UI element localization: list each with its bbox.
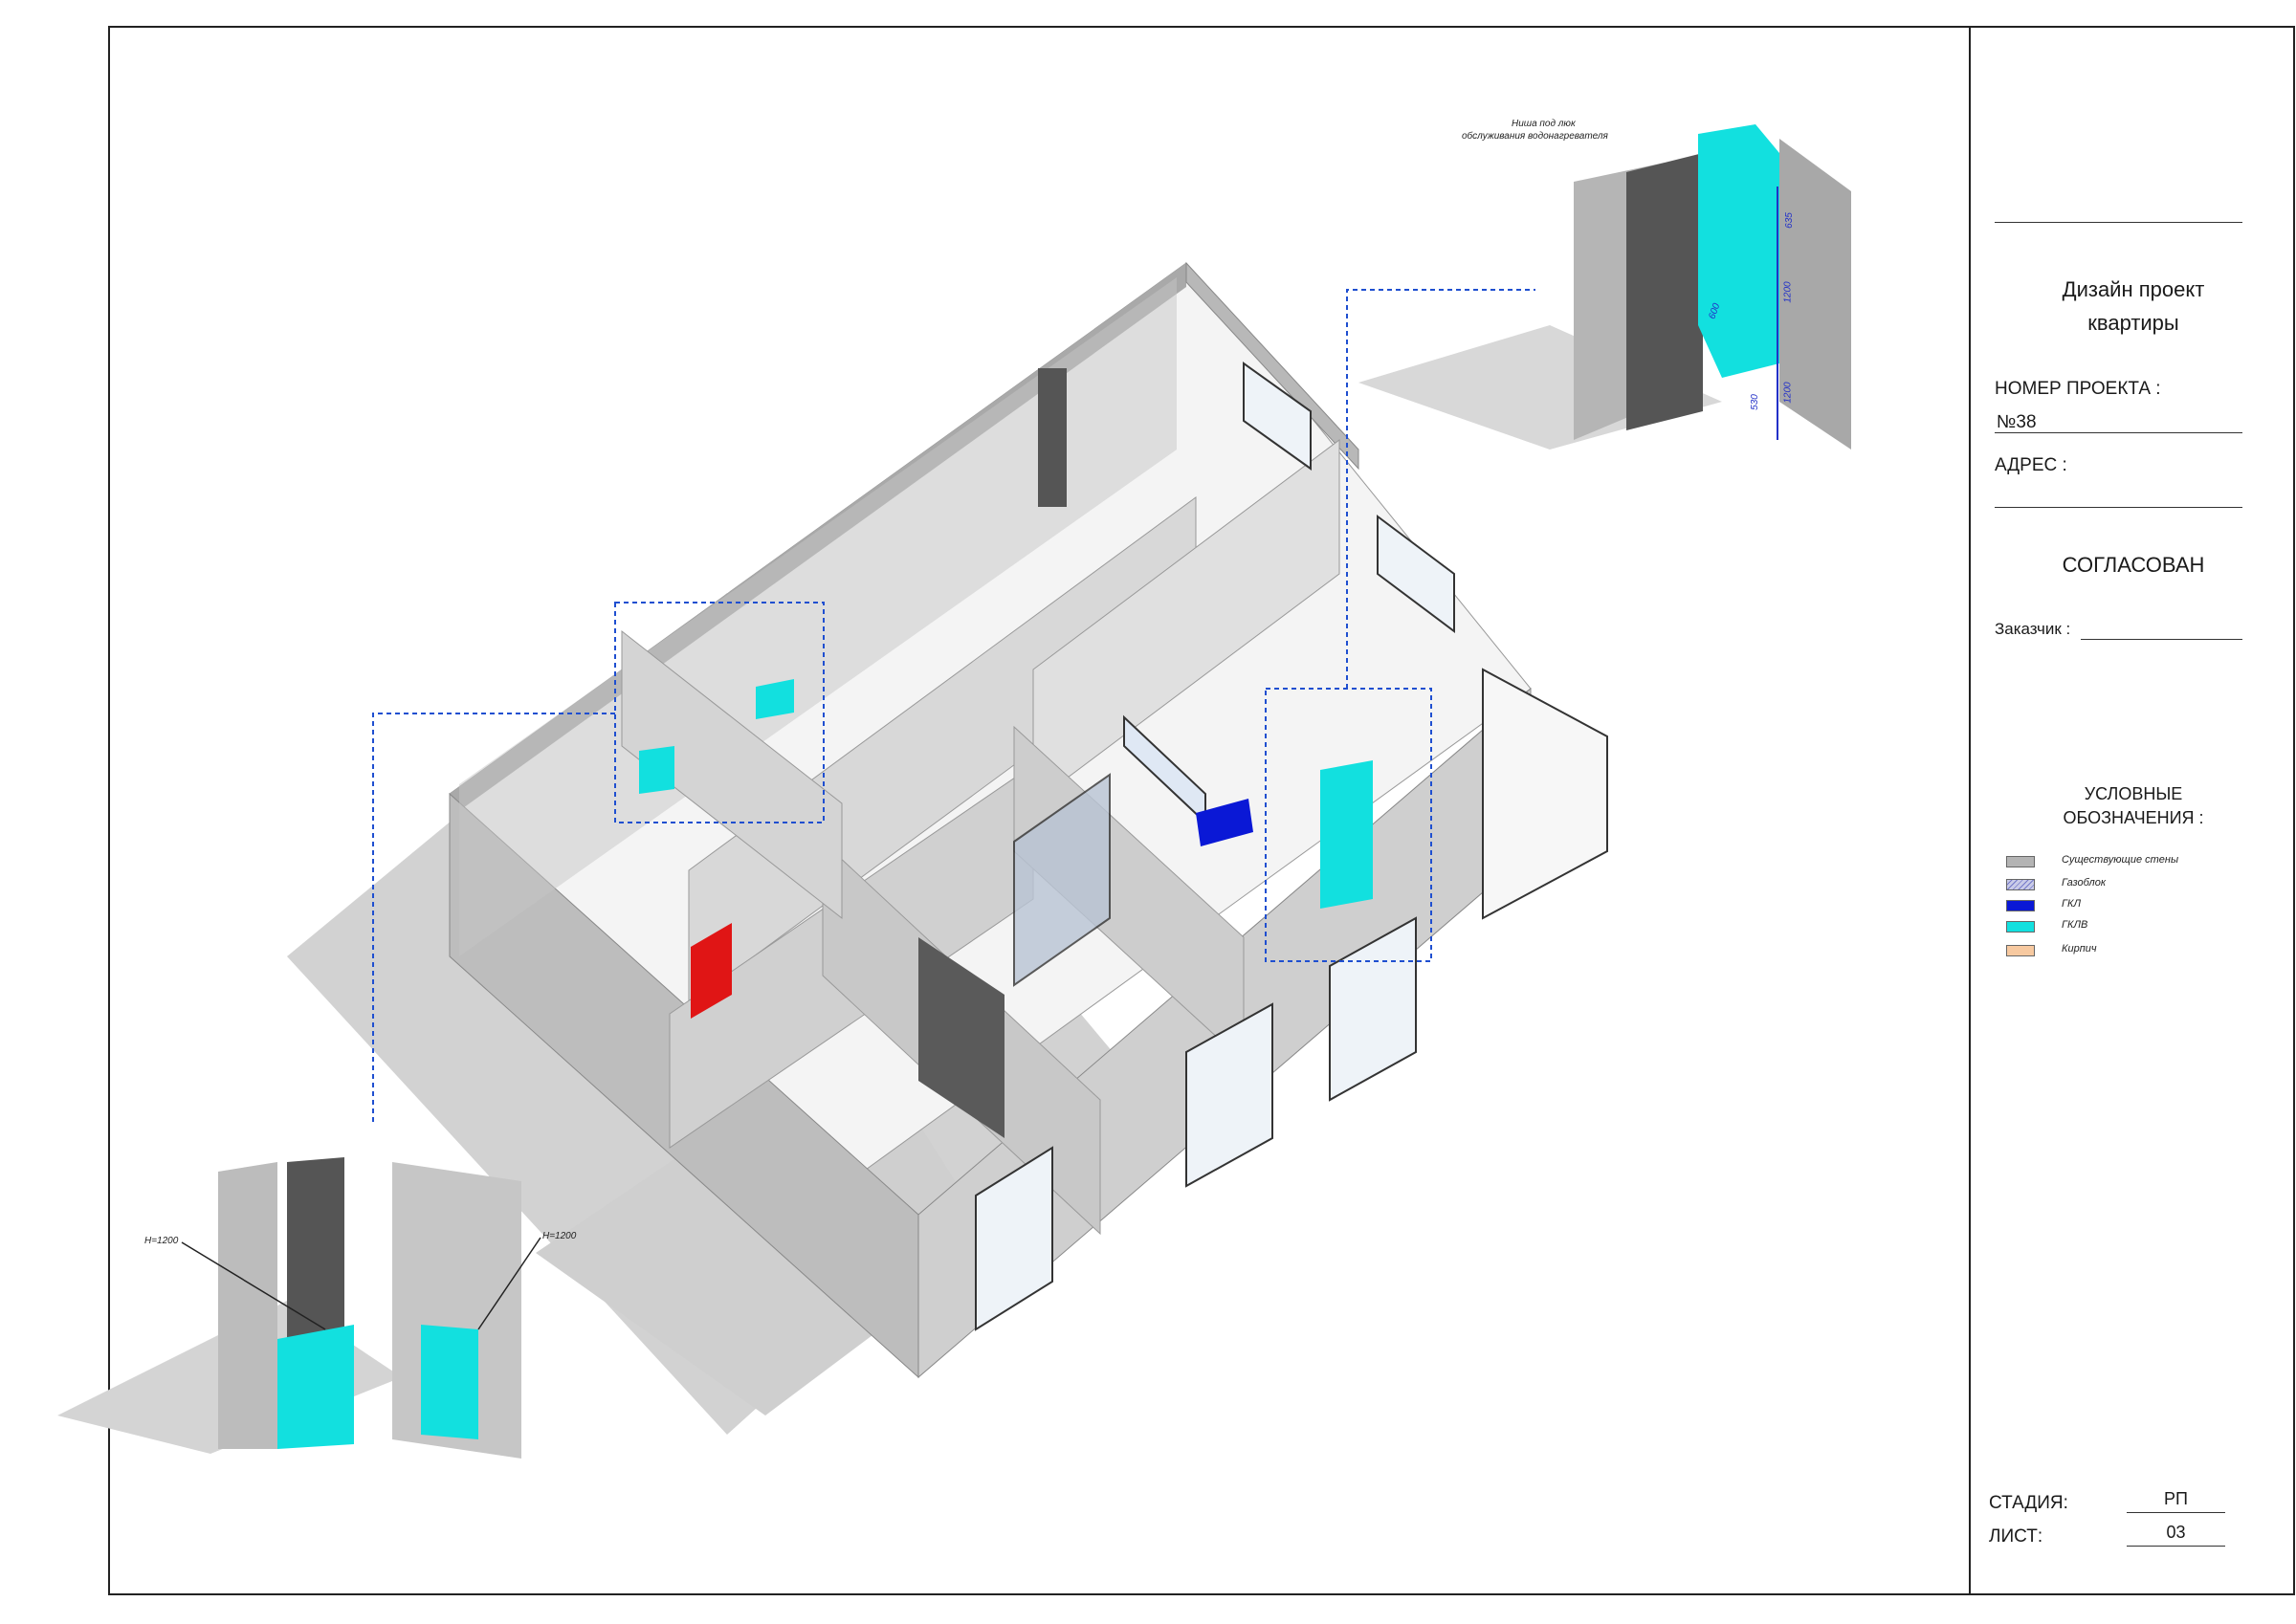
legend-swatch [2006,945,2035,956]
drawing-frame [108,26,2295,1595]
leader-h-right [477,1237,541,1330]
dim-1200-b: 1200 [1782,382,1794,404]
legend-label: Существующие стены [2062,854,2179,866]
window-group [975,362,1455,1331]
title-block [1969,26,2295,1595]
detail-bl-wall-dark [287,1157,344,1339]
balcony-glazing [1482,668,1608,920]
leader-h-left [181,1241,326,1330]
niche-note-line2: обслуживания водонагревателя [1462,131,1608,142]
dim-530: 530 [1749,394,1760,410]
tb-line-customer [2081,639,2242,640]
window-bottom-2 [1185,1002,1273,1188]
legend-swatch [2006,856,2035,867]
stage-value: РП [2164,1489,2188,1508]
approved-label: СОГЛАСОВАН [2062,553,2205,577]
wall-top-right [1185,261,1359,471]
callout-boxes [372,289,1535,1124]
legend-swatch [2006,900,2035,911]
red-door [691,923,732,1019]
isometric-apartment-view [57,124,1851,1459]
gklv-bath-right [756,679,794,719]
legend-label: Кирпич [2062,943,2097,955]
legend-swatch [2006,921,2035,933]
window-top-2 [1377,515,1455,633]
tb-line-number [1995,432,2242,433]
window-bottom-1 [975,1146,1053,1331]
sheet-value: 03 [2166,1523,2186,1542]
project-title-line2: квартиры [2087,311,2179,335]
leader-left [372,713,615,1124]
detail-bl-gklv-left [277,1325,354,1449]
legend-label: ГКЛ [2062,898,2082,910]
leader-right [1346,289,1535,689]
legend-title-line2: ОБОЗНАЧЕНИЯ : [2063,808,2204,827]
legend-label: ГКЛВ [2062,919,2088,931]
callout-box-bathroom-left [614,602,825,823]
tb-line-sheet [2127,1546,2225,1547]
tb-line-address [1995,507,2242,508]
gklv-bath-main [1320,760,1373,909]
tb-line-top [1995,222,2242,223]
detail-bl-gklv-right [421,1325,478,1439]
wall-top-left-face [459,277,1177,956]
shaft-dark-mid [918,937,1004,1138]
callout-box-bathroom-right [1265,688,1432,962]
detail-wall-right [1779,139,1851,450]
shaft-dark-top [1038,368,1067,507]
legend-swatch [2006,879,2035,890]
dim-635: 635 [1783,212,1795,229]
niche-note-line1: Ниша под люк [1512,119,1576,129]
sheet-label: ЛИСТ: [1989,1526,2043,1547]
partition-6 [621,629,843,920]
stage-label: СТАДИЯ: [1989,1493,2068,1513]
legend-title-line1: УСЛОВНЫЕ [2084,784,2183,803]
customer-label: Заказчик : [1995,620,2071,638]
height-label-left: H=1200 [144,1236,179,1246]
glass-partition-1 [1013,773,1111,987]
dim-1200-a: 1200 [1782,281,1794,303]
legend-label: Газоблок [2062,877,2107,889]
gkl-strip [1196,799,1253,846]
gklv-bath-left [639,746,674,794]
detail-bl-wall-left [218,1162,277,1449]
window-bottom-3 [1329,916,1417,1102]
detail-water-heater [1358,124,1851,450]
project-title-line1: Дизайн проект [2062,277,2205,301]
project-number-value: №38 [1997,412,2037,432]
address-label: АДРЕС : [1995,455,2067,475]
detail-bathroom [57,1157,541,1459]
detail-gklv-box [1698,124,1779,378]
window-top-1 [1243,362,1312,471]
detail-wall-dark [1626,153,1703,430]
height-label-right: H=1200 [542,1231,577,1241]
project-number-label: НОМЕР ПРОЕКТА : [1995,379,2161,399]
tb-line-stage [2127,1512,2225,1513]
